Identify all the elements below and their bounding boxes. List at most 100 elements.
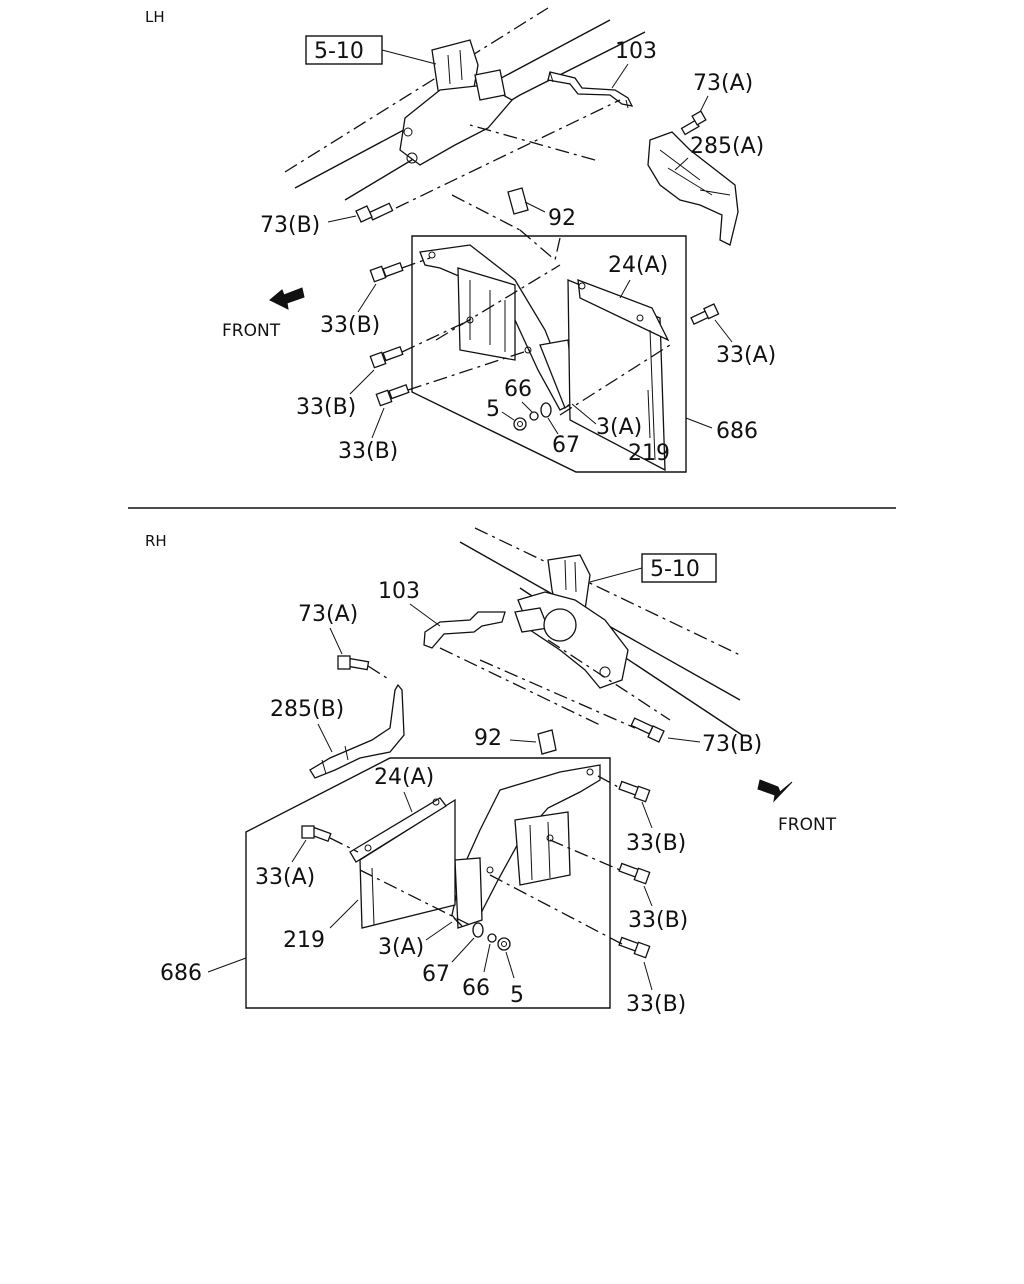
lh-label-33b-1: 33(B): [320, 313, 380, 338]
lh-leader-219: [647, 389, 651, 439]
rh-clip-92: [537, 729, 557, 755]
rh-ref-leader: [589, 567, 643, 583]
lh-label-73a: 73(A): [693, 71, 753, 96]
rh-front-label: FRONT: [778, 815, 837, 835]
lh-section-title: LH: [145, 8, 165, 26]
lh-label-219: 219: [628, 441, 670, 466]
lh-label-92: 92: [548, 206, 576, 231]
lh-label-285a: 285(A): [690, 134, 764, 159]
rh-mudflap-219: [349, 797, 456, 929]
rh-label-92: 92: [474, 726, 502, 751]
rh-washer-66: [487, 933, 497, 943]
rh-bolt-73b: [630, 717, 665, 743]
lh-front-label: FRONT: [222, 321, 281, 341]
rh-stay-103: [423, 611, 506, 649]
rh-label-3a: 3(A): [378, 935, 424, 960]
rh-leader-92: [509, 739, 537, 743]
lh-label-103: 103: [615, 39, 657, 64]
rh-ref-label: 5-10: [650, 557, 700, 582]
lh-clip-92: [507, 187, 529, 215]
lh-label-33a: 33(A): [716, 343, 776, 368]
lh-label-33b-2: 33(B): [296, 395, 356, 420]
lh-bolt-33b-3: [375, 383, 410, 407]
rh-bolt-33b-2: [618, 862, 651, 885]
lh-frame-rail-dashed: [284, 7, 549, 173]
lh-assembly-box-686: [411, 235, 687, 473]
rh-mudguard-bracket: [451, 764, 601, 929]
rh-section-title: RH: [145, 532, 167, 550]
rh-label-686: 686: [160, 961, 202, 986]
rh-leader-73a: [329, 627, 343, 655]
rh-leader-33b-1: [641, 801, 653, 829]
lh-leader-33b-3: [371, 407, 385, 439]
lh-label-66: 66: [504, 377, 532, 402]
lh-label-24a: 24(A): [608, 253, 668, 278]
lh-stay-103: [547, 71, 634, 109]
lh-spring-hanger-bracket: [399, 39, 514, 166]
lh-leader-33b-2: [349, 369, 375, 395]
lh-label-73b: 73(B): [260, 213, 320, 238]
lh-leader-3a: [571, 403, 597, 425]
rh-washer-67: [472, 922, 484, 938]
rh-nut-5: [497, 937, 511, 951]
rh-leader-103: [409, 603, 441, 627]
lh-mudguard-bracket: [419, 244, 576, 411]
rh-label-73a: 73(A): [298, 602, 358, 627]
rh-label-5: 5: [510, 983, 524, 1008]
rh-assembly-line-33a: [329, 837, 359, 853]
lh-leader-285a: [674, 157, 689, 171]
rh-bolt-73a: [337, 655, 370, 671]
lh-bolt-33b-2: [369, 345, 404, 369]
lh-nut-5: [513, 417, 527, 431]
rh-label-33b-2: 33(B): [628, 908, 688, 933]
lh-label-33b-3: 33(B): [338, 439, 398, 464]
lh-leader-5: [501, 411, 515, 421]
lh-label-686: 686: [716, 419, 758, 444]
rh-section: RH 5-10 103 73(A): [145, 527, 837, 1017]
rh-label-103: 103: [378, 579, 420, 604]
rh-label-33a: 33(A): [255, 865, 315, 890]
rh-label-24a: 24(A): [374, 765, 434, 790]
rh-label-285b: 285(B): [270, 697, 344, 722]
lh-leader-24a: [619, 279, 631, 299]
lh-assembly-lines-upper: [395, 99, 621, 261]
rh-leader-73b: [667, 737, 701, 743]
lh-mudflap-219: [567, 279, 670, 472]
lh-front-arrow-icon: [269, 287, 305, 310]
rh-bolt-33b-1: [618, 780, 651, 803]
rh-bolt-33b-3: [618, 936, 651, 959]
lh-bolt-73a: [680, 110, 707, 136]
rh-leader-33b-2: [643, 885, 653, 907]
rh-leader-33b-3: [643, 961, 653, 991]
rh-label-219: 219: [283, 928, 325, 953]
rh-label-66: 66: [462, 976, 490, 1001]
rh-leader-219: [329, 899, 359, 929]
lh-label-5: 5: [486, 397, 500, 422]
lh-assembly-lines-lower: [401, 237, 671, 416]
rh-leader-24a: [403, 791, 413, 813]
rh-frame-rail-dashed: [474, 527, 741, 656]
lh-leader-67: [547, 417, 559, 435]
rh-leader-3a: [425, 921, 453, 941]
rh-label-33b-3: 33(B): [626, 992, 686, 1017]
lh-bolt-33a: [690, 303, 720, 325]
lh-leader-73b: [327, 215, 357, 223]
lh-leader-66: [521, 401, 533, 413]
rh-leader-67: [451, 937, 475, 963]
lh-washer-67: [540, 402, 552, 418]
lh-leader-33a: [714, 319, 733, 343]
lh-washer-66: [529, 411, 539, 421]
lh-leader-92: [524, 201, 546, 213]
lh-label-67: 67: [552, 433, 580, 458]
rh-label-33b-1: 33(B): [626, 831, 686, 856]
lh-bolt-33b-1: [369, 261, 404, 283]
lh-leader-686: [685, 417, 713, 429]
rh-assembly-lines-lower: [359, 775, 623, 945]
rh-leader-285b: [317, 723, 333, 753]
lh-bolt-73b: [355, 202, 394, 223]
rh-leader-66: [483, 943, 491, 973]
rh-assembly-lines-upper: [439, 639, 671, 729]
lh-leader-33b-1: [357, 283, 377, 313]
rh-leader-5: [505, 951, 515, 979]
